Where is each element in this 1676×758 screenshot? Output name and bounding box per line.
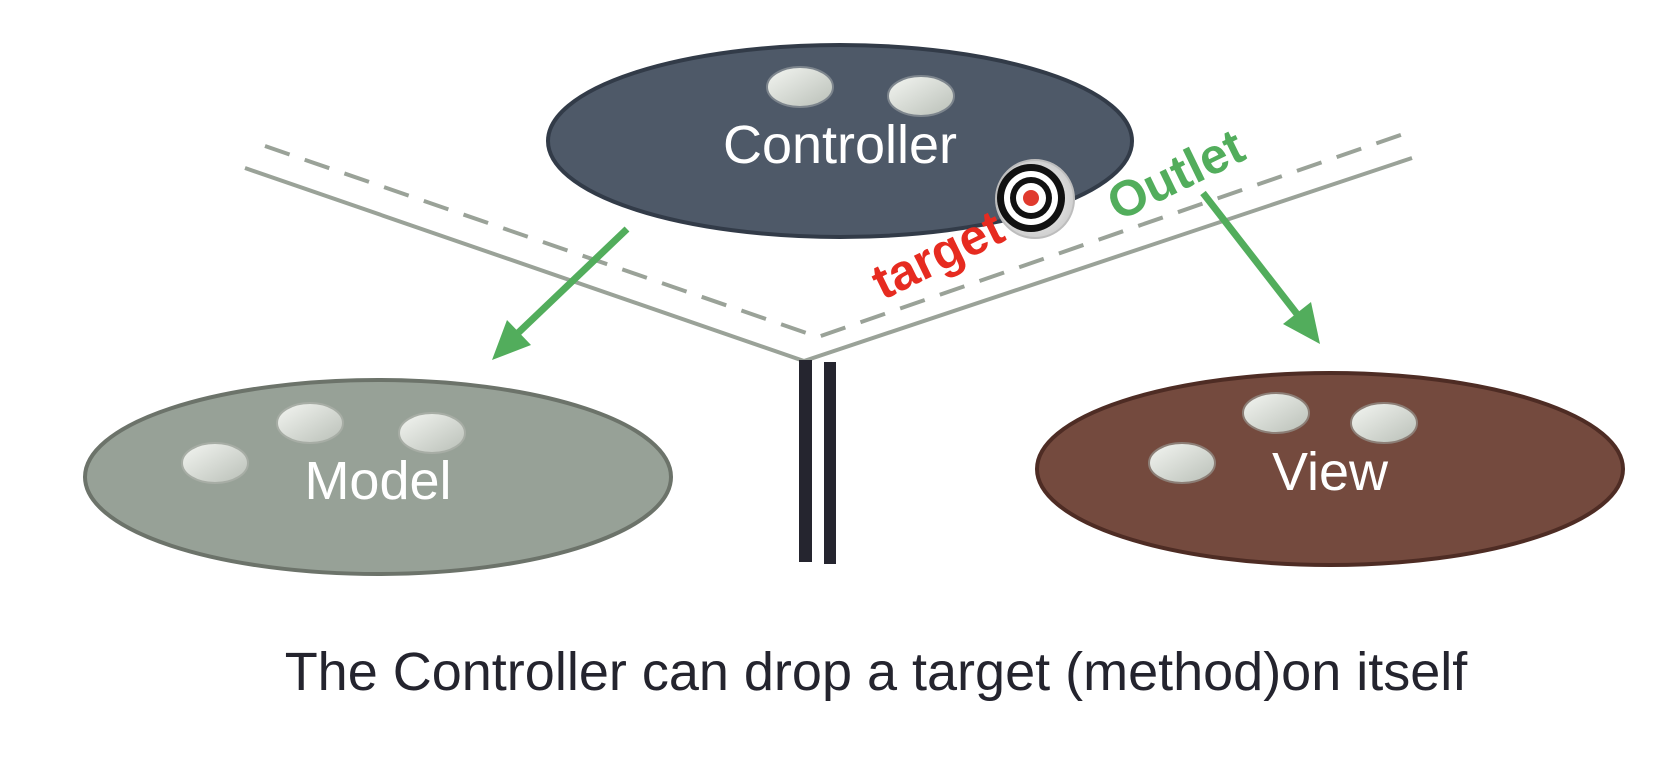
- target-icon-center: [1023, 190, 1039, 206]
- divider-post-right: [824, 362, 836, 564]
- controller-dot: [887, 75, 955, 117]
- controller-label: Controller: [723, 115, 957, 175]
- model-node: Model: [83, 378, 673, 576]
- caption: The Controller can drop a target (method…: [285, 642, 1469, 702]
- model-dot: [181, 442, 249, 484]
- target-icon: [995, 159, 1075, 239]
- arrow-shaft: [515, 226, 630, 336]
- controller-node: Controller: [546, 43, 1134, 239]
- view-dot: [1350, 402, 1418, 444]
- controller-to-model-arrow: [492, 226, 630, 360]
- arrowhead: [1283, 302, 1320, 344]
- divider-lines: [244, 129, 1413, 564]
- model-dot: [398, 412, 466, 454]
- model-dot: [276, 402, 344, 444]
- controller-dot: [766, 66, 834, 108]
- controller-to-view-arrow: [1200, 190, 1320, 344]
- view-dot: [1148, 442, 1216, 484]
- arrow-shaft: [1200, 190, 1300, 317]
- controller-ellipse: [546, 43, 1134, 239]
- arrowhead: [492, 320, 531, 360]
- model-ellipse: [83, 378, 673, 576]
- view-ellipse: [1035, 371, 1625, 567]
- view-node: View: [1035, 371, 1625, 567]
- model-label: Model: [304, 451, 451, 511]
- view-label: View: [1272, 442, 1389, 502]
- divider-post-left: [799, 360, 812, 562]
- view-dot: [1242, 392, 1310, 434]
